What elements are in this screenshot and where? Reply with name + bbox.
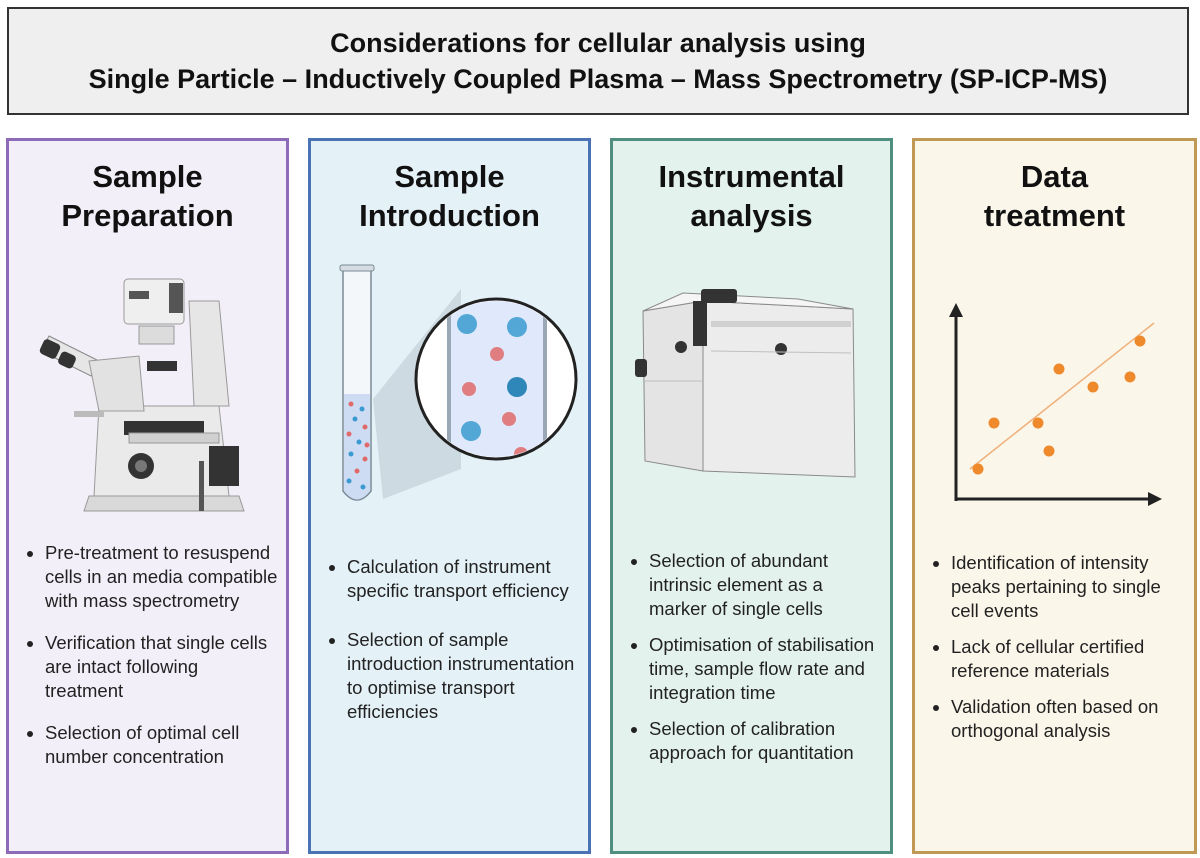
tube-cells — [346, 401, 370, 490]
bullet-list: Pre-treatment to resuspend cells in an m… — [21, 541, 278, 787]
bullet-item: Selection of sample introduction instrum… — [323, 628, 580, 724]
bullet-item: Verification that single cells are intac… — [21, 631, 278, 703]
panel-title-line: analysis — [690, 198, 813, 233]
bullet-item: Selection of calibration approach for qu… — [625, 717, 882, 765]
bullet-list: Identification of intensity peaks pertai… — [927, 551, 1186, 755]
bullet-item: Lack of cellular certified reference mat… — [927, 635, 1186, 683]
bullet-list: Calculation of instrument specific trans… — [323, 555, 580, 749]
microscope-icon — [39, 278, 245, 512]
panel-instrumental-analysis: Instrumental analysis Selection of abund… — [610, 138, 893, 854]
panel-data-treatment: Data treatment Identification of intensi… — [912, 138, 1197, 854]
panel-sample-preparation: Sample Preparation Pre-treatment to resu… — [6, 138, 289, 854]
scatter-plot-icon — [949, 303, 1162, 506]
panel-title: Data treatment — [915, 157, 1194, 235]
panel-title: Instrumental analysis — [613, 157, 890, 235]
panel-title-line: Instrumental — [658, 159, 845, 194]
panel-title-line: Data — [1020, 159, 1089, 194]
bullet-item: Selection of abundant intrinsic element … — [625, 549, 882, 621]
test-tube-icon — [339, 264, 578, 501]
bullet-list: Selection of abundant intrinsic element … — [625, 549, 882, 777]
title-box: Considerations for cellular analysis usi… — [7, 7, 1189, 115]
panel-title-line: Sample — [92, 159, 203, 194]
title-line-2: Single Particle – Inductively Coupled Pl… — [88, 64, 1108, 94]
bullet-item: Identification of intensity peaks pertai… — [927, 551, 1186, 623]
bullet-item: Pre-treatment to resuspend cells in an m… — [21, 541, 278, 613]
panel-title-line: treatment — [983, 198, 1126, 233]
bullet-item: Selection of optimal cell number concent… — [21, 721, 278, 769]
icp-ms-instrument-icon — [635, 289, 856, 478]
panel-title-line: Introduction — [359, 198, 540, 233]
panel-sample-introduction: Sample Introduction — [308, 138, 591, 854]
title-line-1: Considerations for cellular analysis usi… — [330, 28, 866, 58]
panel-title: Sample Introduction — [311, 157, 588, 235]
panel-title: Sample Preparation — [9, 157, 286, 235]
bullet-item: Validation often based on orthogonal ana… — [927, 695, 1186, 743]
panel-title-line: Sample — [394, 159, 505, 194]
bullet-item: Optimisation of stabilisation time, samp… — [625, 633, 882, 705]
panel-title-line: Preparation — [61, 198, 234, 233]
bullet-item: Calculation of instrument specific trans… — [323, 555, 580, 603]
scatter-points — [972, 335, 1146, 475]
